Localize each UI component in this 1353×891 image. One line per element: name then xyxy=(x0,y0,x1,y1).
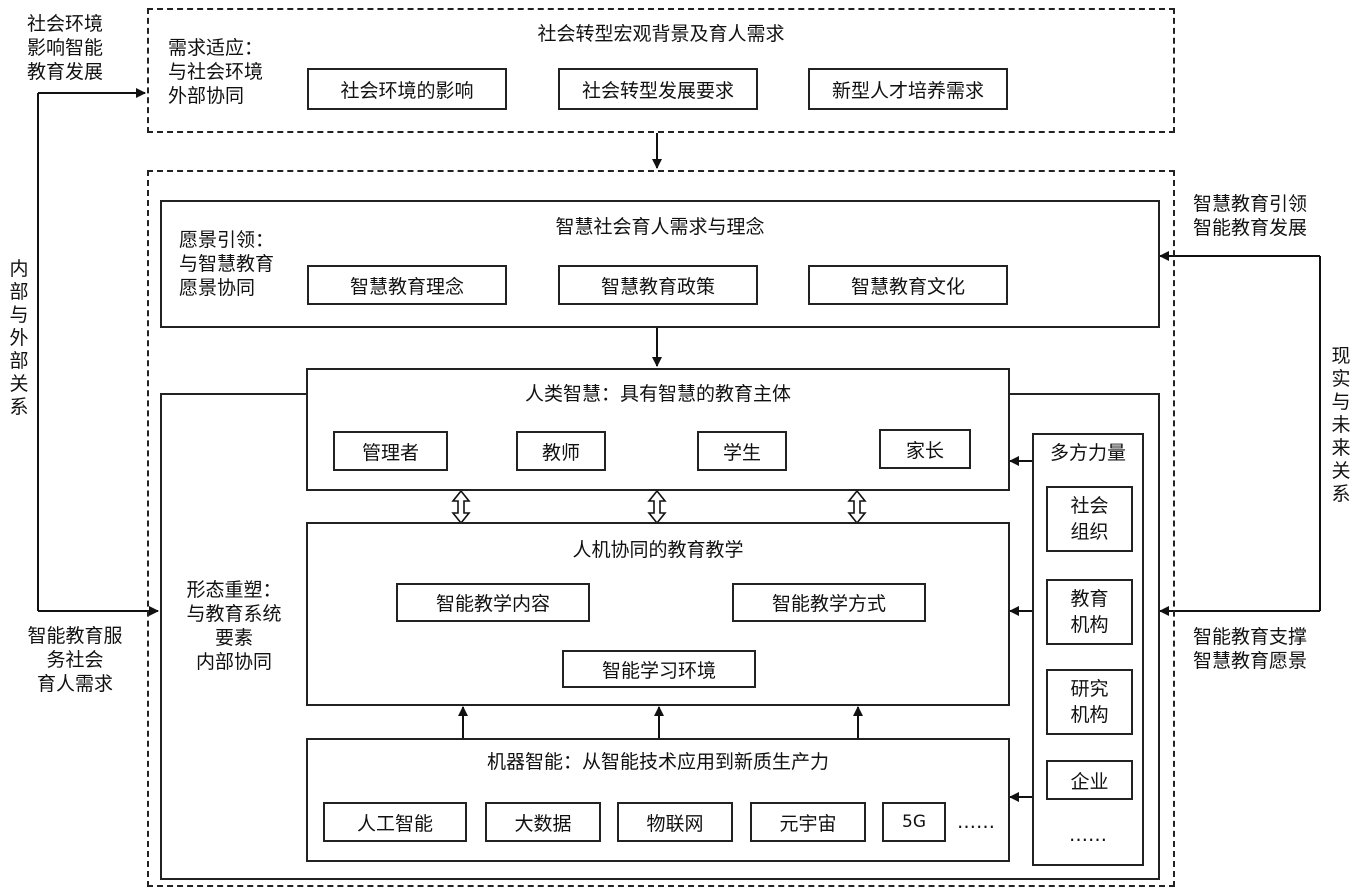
top-section-title: 社会转型宏观背景及育人需求 xyxy=(537,23,785,45)
collab-env: 智能学习环境 xyxy=(562,650,756,688)
top-side-label: 需求适应： 与社会环境 外部协同 xyxy=(168,37,264,107)
vision-item-concept: 智慧教育理念 xyxy=(307,265,507,305)
machine-item-iot: 物联网 xyxy=(617,802,733,842)
reshape-side-label: 形态重塑： 与教育系统 要素 内部协同 xyxy=(186,579,282,673)
right-relation-label: 现实与未来关系 xyxy=(1331,345,1351,505)
machine-item-5g: 5G xyxy=(882,802,946,842)
left-bottom-note: 智能教育服 务社会 育人需求 xyxy=(27,625,123,695)
vision-item-culture: 智慧教育文化 xyxy=(808,265,1008,305)
human-item-manager: 管理者 xyxy=(333,431,448,471)
human-item-student: 学生 xyxy=(697,431,787,471)
human-item-teacher: 教师 xyxy=(516,431,606,471)
left-top-note: 社会环境 影响智能 教育发展 xyxy=(26,13,103,83)
right-top-note: 智慧教育引领 智能教育发展 xyxy=(1192,193,1307,239)
forces-ellipsis: …… xyxy=(1069,824,1107,846)
vision-box xyxy=(160,200,1160,328)
forces-item-social-org: 社会 组织 xyxy=(1046,486,1133,552)
forces-title: 多方力量 xyxy=(1049,442,1126,464)
vision-title: 智慧社会育人需求与理念 xyxy=(555,216,765,238)
top-item-talent: 新型人才培养需求 xyxy=(808,68,1008,110)
vision-side-label: 愿景引领： 与智慧教育 愿景协同 xyxy=(179,229,275,299)
forces-item-research: 研究 机构 xyxy=(1046,669,1133,735)
machine-item-ai: 人工智能 xyxy=(323,802,467,842)
collab-content: 智能教学内容 xyxy=(396,583,590,622)
top-item-social-env: 社会环境的影响 xyxy=(307,68,507,110)
machine-item-bigdata: 大数据 xyxy=(485,802,601,842)
forces-item-edu-inst: 教育 机构 xyxy=(1046,579,1133,645)
machine-ellipsis: …… xyxy=(957,811,995,833)
collab-method: 智能教学方式 xyxy=(732,583,926,622)
vision-item-policy: 智慧教育政策 xyxy=(558,265,758,305)
main-section xyxy=(147,170,1175,887)
top-item-transform: 社会转型发展要求 xyxy=(558,68,758,110)
machine-item-metaverse: 元宇宙 xyxy=(750,802,866,842)
left-relation-label: 内部与外部关系 xyxy=(8,258,30,419)
right-bottom-note: 智能教育支撑 智慧教育愿景 xyxy=(1192,626,1307,672)
human-item-parent: 家长 xyxy=(879,429,971,469)
machine-title: 机器智能：从智能技术应用到新质生产力 xyxy=(486,751,829,773)
top-section xyxy=(147,8,1175,133)
human-title: 人类智慧：具有智慧的教育主体 xyxy=(524,383,791,405)
collab-title: 人机协同的教育教学 xyxy=(572,539,744,561)
forces-item-enterprise: 企业 xyxy=(1046,760,1133,800)
